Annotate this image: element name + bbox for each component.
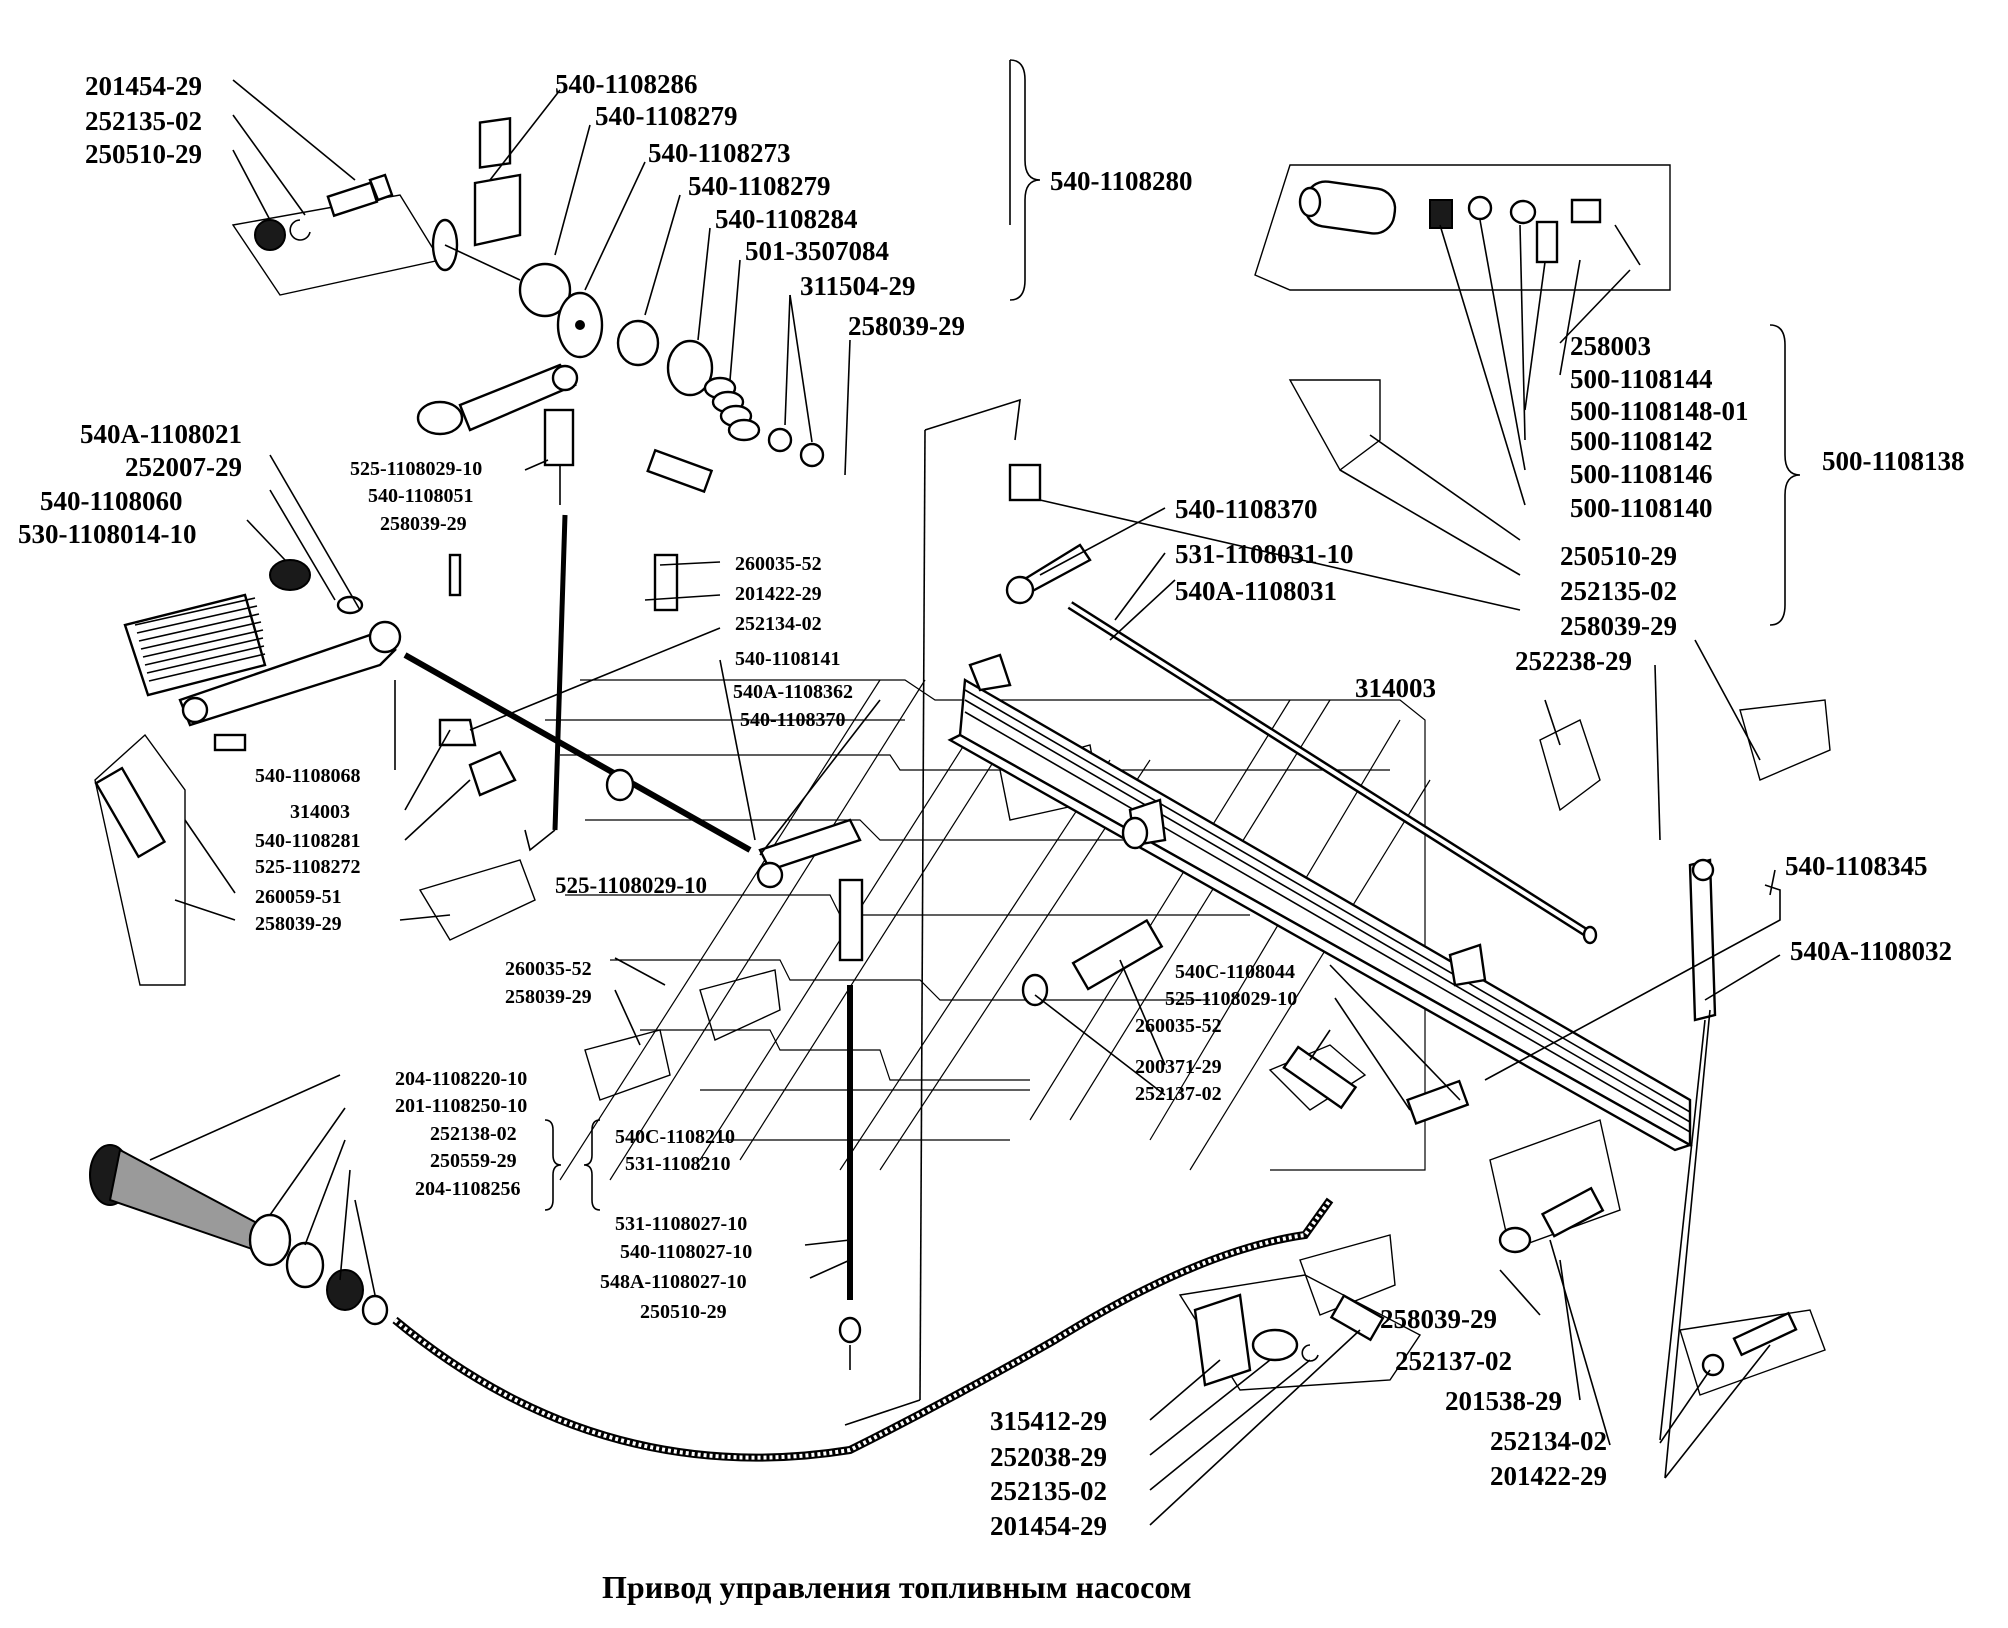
label-540-1108281: 540-1108281 xyxy=(255,830,361,852)
label-540-1108141: 540-1108141 xyxy=(735,648,841,670)
label-540-1108279-b: 540-1108279 xyxy=(688,171,831,201)
label-260035-52-b: 260035-52 xyxy=(505,958,592,980)
label-540A-1108362: 540А-1108362 xyxy=(733,681,853,703)
label-315412-29: 315412-29 xyxy=(990,1406,1107,1436)
label-201-1108250-10: 201-1108250-10 xyxy=(395,1095,527,1117)
label-311504-29: 311504-29 xyxy=(800,271,916,301)
label-540-1108068: 540-1108068 xyxy=(255,765,361,787)
label-500-1108142: 500-1108142 xyxy=(1570,426,1713,456)
label-548A-1108027-10: 548А-1108027-10 xyxy=(600,1271,747,1293)
label-530-1108014-10: 530-1108014-10 xyxy=(18,519,197,549)
label-258039-29-d: 258039-29 xyxy=(505,986,592,1008)
label-540A-1108021: 540А-1108021 xyxy=(80,419,242,449)
leader-lines xyxy=(149,59,1801,1526)
part-number-labels: 201454-29 252135-02 250510-29 540-110828… xyxy=(18,69,1965,1541)
label-500-1108144: 500-1108144 xyxy=(1570,364,1713,394)
cable-knob-assembly xyxy=(89,1144,389,1326)
label-531-1108031-10: 531-1108031-10 xyxy=(1175,539,1354,569)
label-540-1108280: 540-1108280 xyxy=(1050,166,1193,196)
label-501-3507084: 501-3507084 xyxy=(745,236,889,266)
upper-lever-assembly xyxy=(416,116,825,468)
label-201454-29-b: 201454-29 xyxy=(990,1511,1107,1541)
label-200371-29: 200371-29 xyxy=(1135,1056,1222,1078)
label-500-1108148-01: 500-1108148-01 xyxy=(1570,396,1749,426)
label-314003-b: 314003 xyxy=(1355,673,1436,703)
label-252138-02: 252138-02 xyxy=(430,1123,517,1145)
label-252135-02-b: 252135-02 xyxy=(990,1476,1107,1506)
label-540-1108027-10: 540-1108027-10 xyxy=(620,1241,752,1263)
label-540C-1108044: 540С-1108044 xyxy=(1175,961,1295,983)
label-258003: 258003 xyxy=(1570,331,1651,361)
label-252134-02-b: 252134-02 xyxy=(1490,1426,1607,1456)
label-531-1108027-10: 531-1108027-10 xyxy=(615,1213,747,1235)
label-500-1108146: 500-1108146 xyxy=(1570,459,1713,489)
small-lever-upper xyxy=(1005,463,1092,605)
main-bracket-beam xyxy=(947,653,1693,1152)
upper-cross-shaft xyxy=(1067,601,1598,945)
label-540-1108273: 540-1108273 xyxy=(648,138,791,168)
label-540-1108345: 540-1108345 xyxy=(1785,851,1928,881)
label-201454-29-a: 201454-29 xyxy=(85,71,202,101)
ball-joint-assembly xyxy=(1298,180,1641,266)
label-540A-1108031: 540А-1108031 xyxy=(1175,576,1337,606)
label-525-1108272: 525-1108272 xyxy=(255,856,361,878)
pedal-assembly xyxy=(94,559,402,859)
cable-clamp xyxy=(1193,1293,1385,1387)
label-250510-29-c: 250510-29 xyxy=(1560,541,1677,571)
label-540-1108060: 540-1108060 xyxy=(40,486,183,516)
bolts-lower-right xyxy=(1021,918,1798,1377)
label-252238-29: 252238-29 xyxy=(1515,646,1632,676)
lower-cross-shaft xyxy=(403,652,862,889)
label-260035-52-a: 260035-52 xyxy=(735,553,822,575)
label-258039-29-e: 258039-29 xyxy=(1560,611,1677,641)
background-hatch-lines xyxy=(545,679,1431,1181)
label-525-1108029-10-c: 525-1108029-10 xyxy=(1165,988,1297,1010)
label-201422-29-a: 201422-29 xyxy=(735,583,822,605)
spring-coil xyxy=(703,376,761,442)
label-252135-02-c: 252135-02 xyxy=(1560,576,1677,606)
label-525-1108029-10-a: 525-1108029-10 xyxy=(350,458,482,480)
label-540-1108279-a: 540-1108279 xyxy=(595,101,738,131)
label-252038-29: 252038-29 xyxy=(990,1442,1107,1472)
label-540A-1108032: 540А-1108032 xyxy=(1790,936,1952,966)
label-204-1108220-10: 204-1108220-10 xyxy=(395,1068,527,1090)
label-204-1108256: 204-1108256 xyxy=(415,1178,521,1200)
label-540-1108286: 540-1108286 xyxy=(555,69,698,99)
label-500-1108138: 500-1108138 xyxy=(1822,446,1965,476)
label-540-1108051: 540-1108051 xyxy=(368,485,474,507)
clevis-center xyxy=(448,408,714,612)
label-252137-02-a: 252137-02 xyxy=(1135,1083,1222,1105)
label-260035-52-c: 260035-52 xyxy=(1135,1015,1222,1037)
label-540-1108370-b: 540-1108370 xyxy=(1175,494,1318,524)
label-258039-29-f: 258039-29 xyxy=(1380,1304,1497,1334)
label-258039-29-c: 258039-29 xyxy=(255,913,342,935)
control-cable xyxy=(89,1144,1334,1462)
label-500-1108140: 500-1108140 xyxy=(1570,493,1713,523)
label-540C-1108210: 540С-1108210 xyxy=(615,1126,735,1148)
label-525-1108029-10-b: 525-1108029-10 xyxy=(555,873,707,898)
label-201538-29: 201538-29 xyxy=(1445,1386,1562,1416)
parts xyxy=(89,116,1798,1462)
label-260059-51: 260059-51 xyxy=(255,886,342,908)
label-250510-29-a: 250510-29 xyxy=(85,139,202,169)
label-252007-29: 252007-29 xyxy=(125,452,242,482)
label-250559-29: 250559-29 xyxy=(430,1150,517,1172)
label-258039-29-b: 258039-29 xyxy=(380,513,467,535)
label-252135-02-a: 252135-02 xyxy=(85,106,202,136)
label-201422-29-b: 201422-29 xyxy=(1490,1461,1607,1491)
label-531-1108210: 531-1108210 xyxy=(625,1153,731,1175)
label-540-1108370-a: 540-1108370 xyxy=(740,709,846,731)
label-252137-02-b: 252137-02 xyxy=(1395,1346,1512,1376)
label-258039-29-a: 258039-29 xyxy=(848,311,965,341)
label-540-1108284: 540-1108284 xyxy=(715,204,858,234)
label-250510-29-b: 250510-29 xyxy=(640,1301,727,1323)
label-252134-02-a: 252134-02 xyxy=(735,613,822,635)
diagram-caption: Привод управления топливным насосом xyxy=(602,1569,1192,1605)
fasteners-top-left xyxy=(254,173,394,251)
label-314003-a: 314003 xyxy=(290,801,350,823)
vertical-rods xyxy=(524,398,1021,1426)
